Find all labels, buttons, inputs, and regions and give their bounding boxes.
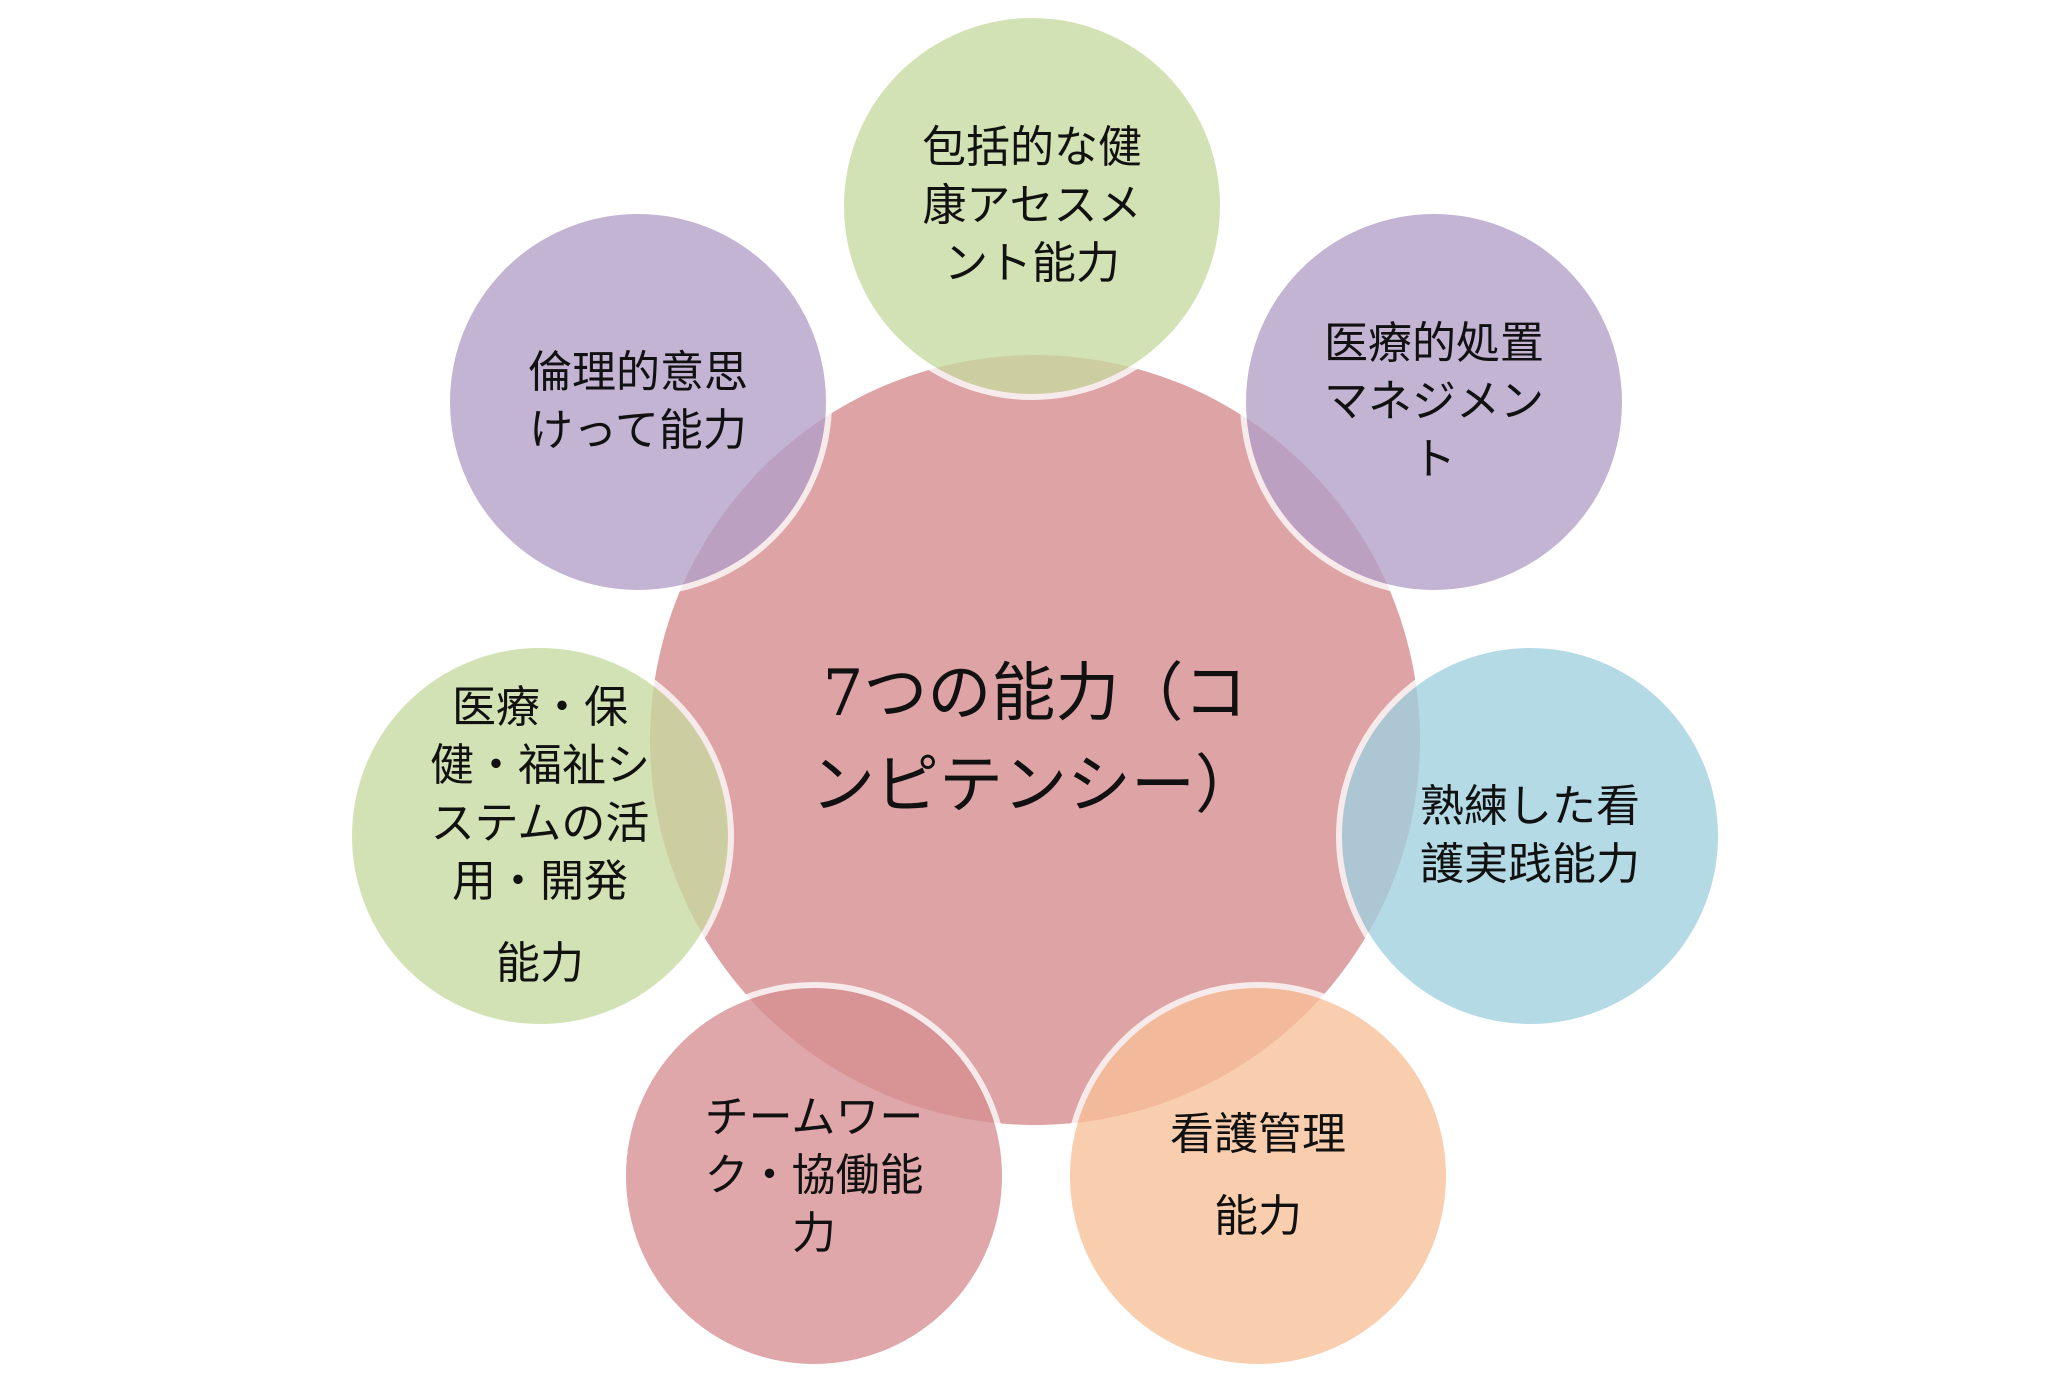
node-label-line: 倫理的意思 bbox=[528, 347, 748, 398]
node-label-line: 能力 bbox=[496, 938, 584, 989]
node-label-nursing-management: 看護管理 能力 bbox=[1064, 982, 1452, 1370]
node-label-line: 健・福祉シ bbox=[430, 740, 650, 791]
center-label-line-2: ンピテンシー） bbox=[811, 749, 1259, 823]
node-label-line: ク・協働能 bbox=[704, 1150, 924, 1201]
node-label-line: 康アセスメ bbox=[922, 180, 1142, 231]
node-label-line: チームワー bbox=[704, 1092, 924, 1143]
node-label-line: 熟練した看 bbox=[1420, 781, 1640, 832]
node-label-health-assessment: 包括的な健 康アセスメ ント能力 bbox=[838, 12, 1226, 400]
node-circle-skilled-nursing bbox=[1336, 642, 1724, 1030]
node-circle-system-utilization bbox=[346, 642, 734, 1030]
node-label-line: ント能力 bbox=[944, 238, 1120, 289]
node-label-line: 能力 bbox=[1214, 1191, 1302, 1242]
node-circle-medical-procedure bbox=[1240, 208, 1628, 596]
node-label-system-utilization: 医療・保 健・福祉シ ステムの活 用・開発 能力 bbox=[346, 642, 734, 1030]
node-label-teamwork: チームワー ク・協働能 力 bbox=[620, 982, 1008, 1370]
node-circle-nursing-management bbox=[1064, 982, 1452, 1370]
node-label-line: 医療的処置 bbox=[1324, 318, 1544, 369]
node-label-line: 護実践能力 bbox=[1420, 839, 1640, 890]
node-label-line: 用・開発 bbox=[452, 856, 628, 907]
node-label-line: ト bbox=[1412, 434, 1456, 485]
node-label-line: けって能力 bbox=[529, 405, 747, 456]
node-circle-health-assessment bbox=[838, 12, 1226, 400]
node-label-line: 包括的な健 bbox=[922, 122, 1142, 173]
node-label-line: 力 bbox=[792, 1208, 836, 1259]
node-circle-teamwork bbox=[620, 982, 1008, 1370]
node-label-medical-procedure: 医療的処置 マネジメン ト bbox=[1240, 208, 1628, 596]
node-label-ethical-decision: 倫理的意思 けって能力 bbox=[444, 208, 832, 596]
node-label-line: 医療・保 bbox=[452, 682, 628, 733]
node-label-skilled-nursing: 熟練した看 護実践能力 bbox=[1336, 642, 1724, 1030]
center-label: 7つの能力（コ ンピテンシー） bbox=[650, 355, 1420, 1125]
node-label-line: マネジメン bbox=[1324, 376, 1544, 427]
node-label-line: ステムの活 bbox=[430, 798, 650, 849]
node-label-line: 看護管理 bbox=[1170, 1109, 1346, 1160]
node-circle-ethical-decision bbox=[444, 208, 832, 596]
center-label-line-1: 7つの能力（コ bbox=[822, 657, 1248, 731]
